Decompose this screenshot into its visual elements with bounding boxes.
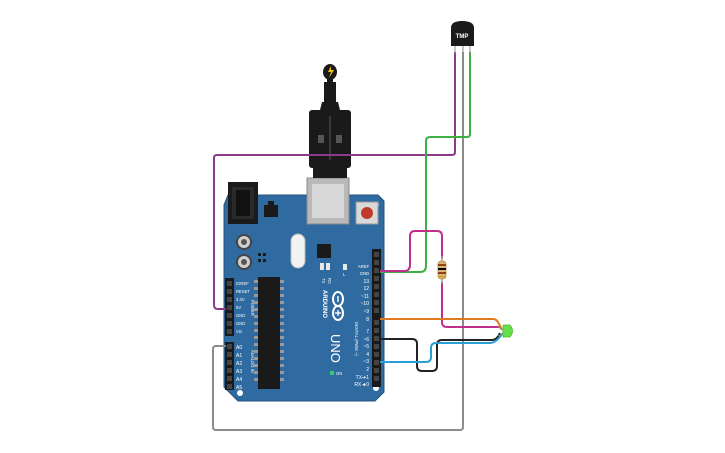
wire-purple[interactable]: [213, 52, 456, 310]
analog-pin-label: A1: [236, 353, 242, 359]
analog-pin-label: A0: [236, 345, 242, 351]
wire-cyan[interactable]: [380, 333, 503, 363]
rx-label: RX: [327, 278, 332, 284]
model-text: UNO: [328, 334, 343, 363]
reset-button[interactable]: [355, 201, 379, 225]
analog-header-title: ANALOG IN: [250, 350, 255, 373]
mounting-hole: [237, 390, 243, 396]
led[interactable]: [497, 324, 513, 338]
digital-header: AREF GND 13 12 ~11 ~10 ~9 8 7 ~6 ~5 4 ~3…: [354, 249, 381, 388]
analog-header: A0 A1 A2 A3 A4 A5 ANALOG IN: [225, 342, 255, 391]
sensor-label: TMP: [456, 34, 469, 40]
on-label: ON: [336, 371, 342, 376]
power-header-title: POWER: [250, 300, 255, 316]
digital-pin-label: AREF: [358, 264, 370, 269]
digital-pin-label: ~3: [363, 359, 369, 365]
digital-pin-label: 4: [366, 352, 369, 358]
wire-magenta[interactable]: [380, 230, 443, 272]
wire-orange[interactable]: [380, 318, 503, 331]
capacitor: [236, 234, 252, 250]
power-pin-label: RESET: [236, 289, 250, 294]
wire-green[interactable]: [380, 52, 471, 273]
analog-pin-label: A5: [236, 385, 242, 391]
usb-port: [306, 177, 350, 225]
l-led-label: L: [343, 272, 346, 277]
power-pin-label: IOREF: [236, 281, 249, 286]
wire-magenta-led[interactable]: [441, 282, 500, 328]
digital-pin-label: RX◄0: [354, 382, 369, 388]
analog-pin-label: A4: [236, 377, 242, 383]
arduino-logo: [332, 291, 344, 321]
digital-pin-label: ~11: [361, 294, 369, 300]
digital-pin-label: TX➔1: [356, 375, 370, 381]
smd-components: [258, 253, 266, 262]
tx-label: TX: [321, 278, 326, 284]
power-bolt-icon: [328, 66, 334, 78]
usb-cable[interactable]: [309, 64, 351, 178]
digital-pin-label: ~6: [363, 337, 369, 343]
dc-barrel-jack: [228, 182, 258, 224]
power-header: IOREF RESET 3.3V 5V GND GND Vin POWER: [225, 278, 255, 336]
digital-pin-label: GND: [360, 271, 369, 276]
power-pin-label: GND: [236, 313, 245, 318]
digital-pin-label: ~9: [363, 309, 369, 315]
digital-pin-label: ~5: [363, 344, 369, 350]
power-pin-label: 5V: [236, 305, 241, 310]
capacitor: [236, 254, 252, 270]
digital-pin-label: 12: [363, 286, 369, 292]
power-pin-label: Vin: [236, 329, 243, 334]
analog-pin-label: A2: [236, 361, 242, 367]
digital-pin-label: 8: [366, 317, 369, 323]
wire-gray[interactable]: [212, 52, 464, 431]
resistor[interactable]: [437, 256, 447, 284]
digital-header-title: DIGITAL (PWM ~): [354, 322, 359, 356]
usb-chip: [317, 244, 331, 258]
power-pin-label: 3.3V: [236, 297, 245, 302]
voltage-regulator: [264, 201, 278, 217]
digital-pin-label: 13: [363, 279, 369, 285]
digital-pin-label: 7: [366, 329, 369, 335]
tx-rx-leds: TX RX L: [320, 263, 347, 284]
digital-pin-label: ~10: [361, 301, 370, 307]
wire-black[interactable]: [380, 332, 501, 372]
digital-pin-label: 2: [366, 367, 369, 373]
power-pin-label: GND: [236, 321, 245, 326]
atmega-chip: [254, 277, 284, 389]
crystal-oscillator: [290, 233, 306, 269]
temperature-sensor[interactable]: TMP: [451, 21, 474, 54]
arduino-board[interactable]: TX RX L: [223, 177, 385, 402]
brand-text: ARDUINO: [321, 290, 327, 318]
power-led: [330, 371, 334, 375]
analog-pin-label: A3: [236, 369, 242, 375]
